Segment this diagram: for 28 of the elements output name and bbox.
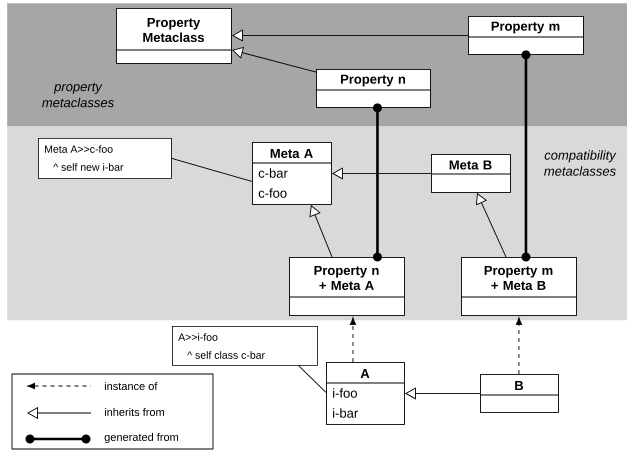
attribute-text: i-bar bbox=[333, 408, 358, 418]
legend-text: generated from bbox=[104, 432, 178, 444]
legend-text: instance of bbox=[104, 382, 158, 390]
attribute-text: c-bar bbox=[258, 168, 288, 178]
legend-text: inherits from bbox=[104, 408, 164, 416]
note-text: Meta A>>c-foo bbox=[45, 145, 113, 153]
note-text: A>>i-foo bbox=[178, 333, 218, 341]
note-text: ^ self class c-bar bbox=[187, 351, 265, 359]
class-name: Property Metaclass bbox=[143, 18, 204, 42]
class-name: Property n + Meta A bbox=[314, 266, 379, 290]
attribute-text: c-foo bbox=[258, 188, 287, 198]
connector bbox=[298, 365, 326, 393]
region-label: property metaclasses bbox=[42, 82, 114, 108]
class-name: B bbox=[515, 381, 524, 390]
class-name: Property m bbox=[492, 22, 560, 34]
attribute-text: i-foo bbox=[333, 388, 357, 398]
connector bbox=[521, 50, 530, 262]
class-name: Property n bbox=[341, 74, 406, 86]
class-name: A bbox=[360, 369, 370, 378]
connector bbox=[516, 317, 522, 374]
class-name: Meta B bbox=[450, 160, 492, 170]
connector bbox=[350, 317, 356, 362]
note-text: ^ self new i-bar bbox=[53, 163, 124, 171]
region-label: compatibility metaclasses bbox=[544, 150, 616, 176]
connector bbox=[372, 103, 382, 262]
connector bbox=[171, 158, 252, 182]
class-name: Property m + Meta B bbox=[484, 266, 552, 290]
class-name: Meta A bbox=[270, 148, 313, 158]
